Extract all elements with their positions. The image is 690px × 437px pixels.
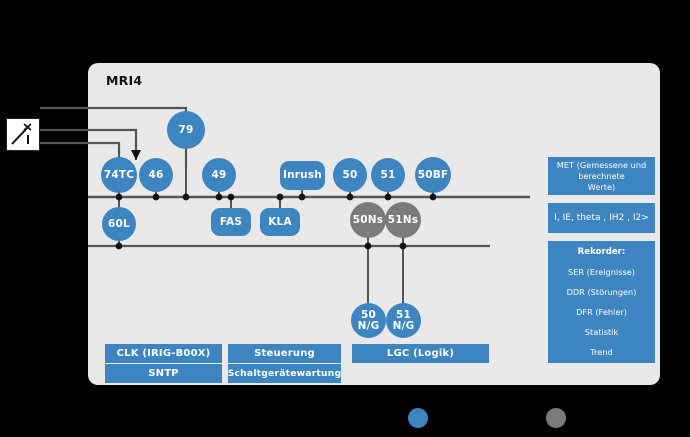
node-51-ng[interactable]: 51 N/G: [386, 303, 421, 338]
node-79[interactable]: 79: [167, 111, 205, 149]
legend-dot-protection: [408, 408, 428, 428]
block-sntp[interactable]: SNTP: [105, 364, 222, 383]
node-51ns[interactable]: 51Ns: [385, 202, 421, 238]
switch-glyph: [11, 123, 32, 145]
node-60l[interactable]: 60L: [102, 207, 136, 241]
node-fas[interactable]: FAS: [211, 208, 251, 236]
recorder-item-statistik: Statistik: [584, 326, 619, 337]
measurements-label: I, IE, theta , IH2 , I2>: [554, 212, 649, 223]
node-kla[interactable]: KLA: [260, 208, 300, 236]
met-line-2: berechnete: [578, 170, 625, 181]
panel-recorder[interactable]: Rekorder: SER (Ereignisse) DDR (Störunge…: [548, 241, 655, 363]
circuit-breaker-switch-icon: [6, 118, 40, 151]
node-50[interactable]: 50: [333, 158, 367, 192]
node-50ns[interactable]: 50Ns: [350, 202, 386, 238]
node-51[interactable]: 51: [371, 158, 405, 192]
recorder-title: Rekorder:: [577, 246, 626, 257]
panel-measurements[interactable]: I, IE, theta , IH2 , I2>: [548, 203, 655, 233]
recorder-item-dfr: DFR (Fehler): [576, 306, 627, 317]
recorder-item-ser: SER (Ereignisse): [568, 266, 635, 277]
recorder-item-ddr: DDR (Störungen): [566, 286, 637, 297]
page-title: MRI4: [106, 73, 143, 88]
block-clk[interactable]: CLK (IRIG-B00X): [105, 344, 222, 363]
node-74tc[interactable]: 74TC: [101, 157, 137, 193]
node-50bf[interactable]: 50BF: [415, 157, 451, 193]
block-lgc[interactable]: LGC (Logik): [352, 344, 489, 363]
node-50-ng[interactable]: 50 N/G: [351, 303, 386, 338]
block-schaltgeraetewartung[interactable]: Schaltgerätewartung: [228, 364, 341, 383]
recorder-item-trend: Trend: [590, 346, 613, 357]
block-steuerung[interactable]: Steuerung: [228, 344, 341, 363]
node-inrush[interactable]: Inrush: [280, 161, 325, 190]
met-line-3: Werte): [587, 181, 616, 192]
panel-met[interactable]: MET (Gemessene und berechnete Werte): [548, 157, 655, 195]
legend-dot-sensitive: [546, 408, 566, 428]
node-49[interactable]: 49: [202, 158, 236, 192]
node-46[interactable]: 46: [139, 158, 173, 192]
met-line-1: MET (Gemessene und: [556, 159, 647, 170]
